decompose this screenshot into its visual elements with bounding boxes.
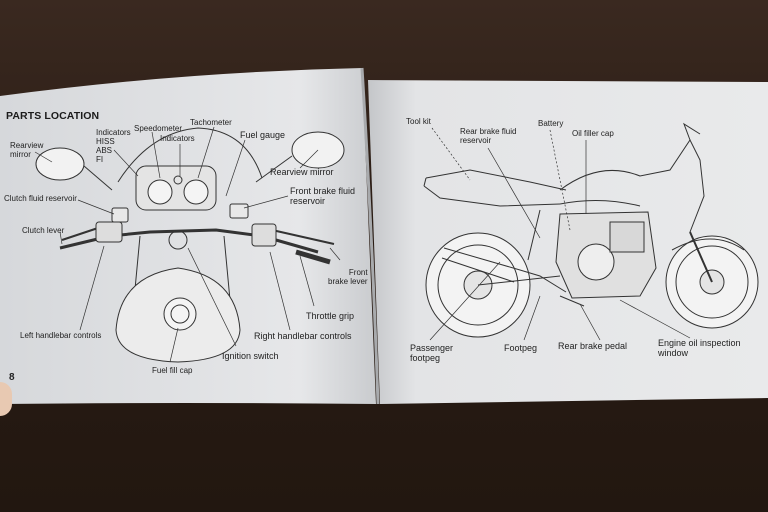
- label-front-brake-lever: Front brake lever: [328, 268, 368, 286]
- left-page: [0, 68, 376, 404]
- label-speedometer: Speedometer: [134, 124, 183, 133]
- label-fuel-gauge: Fuel gauge: [240, 130, 286, 140]
- label-engine-oil-inspection-window: Engine oil inspection window: [658, 338, 741, 358]
- label-passenger-footpeg: Passenger footpeg: [410, 343, 454, 363]
- label-tool-kit: Tool kit: [406, 117, 431, 126]
- label-oil-filler-cap: Oil filler cap: [572, 129, 614, 138]
- label-tachometer: Tachometer: [190, 118, 232, 127]
- label-throttle-grip: Throttle grip: [306, 311, 355, 321]
- label-right-handlebar-controls: Right handlebar controls: [254, 331, 352, 341]
- label-rear-brake-fluid-reservoir: Rear brake fluid reservoir: [460, 127, 517, 145]
- holding-finger: [0, 382, 12, 416]
- label-front-brake-fluid-reservoir: Front brake fluid reservoir: [290, 186, 356, 206]
- page-number: 8: [9, 372, 15, 383]
- label-clutch-fluid-reservoir: Clutch fluid reservoir: [4, 194, 77, 203]
- label-rear-brake-pedal: Rear brake pedal: [558, 341, 628, 351]
- label-indicators-hiss-abs-fi: Indicators HISS ABS FI: [96, 128, 131, 164]
- left-leader-lines: [34, 126, 341, 363]
- label-fuel-fill-cap: Fuel fill cap: [152, 366, 193, 375]
- label-rearview-mirror-left: Rearview mirror: [10, 141, 44, 159]
- label-indicators: Indicators: [160, 134, 195, 143]
- motorcycle-side-diagram: [423, 122, 759, 338]
- right-leader-lines: [429, 127, 691, 341]
- book-gutter: [360, 67, 380, 405]
- label-ignition-switch: Ignition switch: [222, 351, 279, 361]
- page-title: PARTS LOCATION: [6, 110, 100, 122]
- label-left-handlebar-controls: Left handlebar controls: [20, 331, 102, 340]
- label-rearview-mirror-right: Rearview mirror: [270, 167, 334, 177]
- label-footpeg: Footpeg: [504, 343, 538, 353]
- label-battery: Battery: [538, 119, 564, 128]
- label-clutch-lever: Clutch lever: [22, 226, 65, 235]
